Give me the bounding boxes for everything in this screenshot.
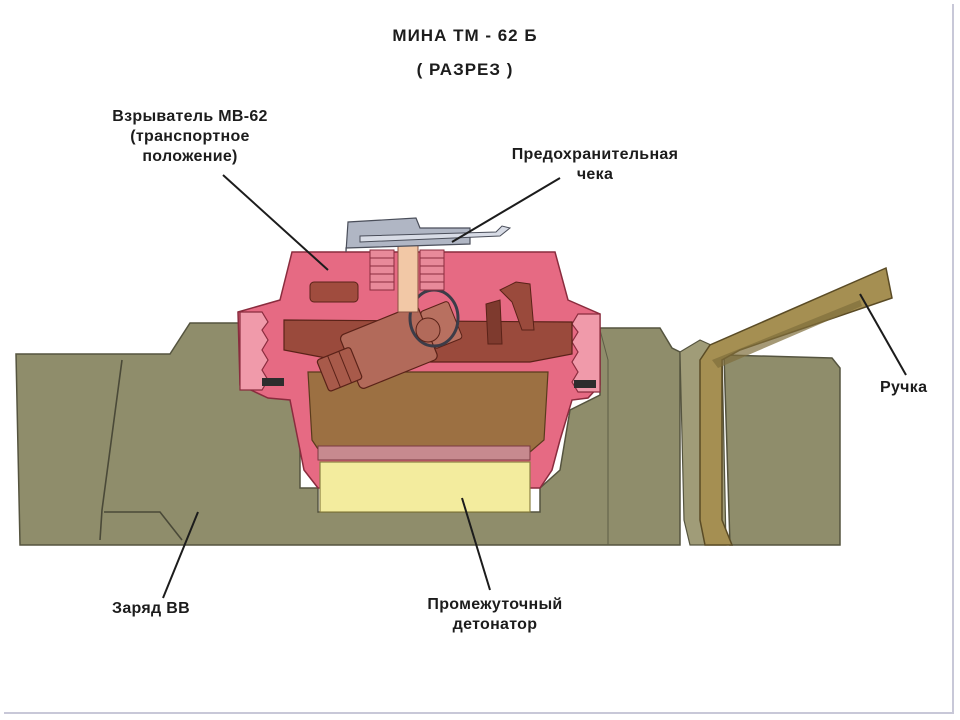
mechanism-lug-right xyxy=(499,281,535,331)
leader-handle xyxy=(859,293,907,376)
diagram-title: МИНА ТМ - 62 Б xyxy=(392,26,538,45)
leader-detonator xyxy=(461,497,491,591)
label-safety-pin-line1: Предохранительная xyxy=(511,146,679,163)
thread-left xyxy=(239,311,269,391)
thread-stem-left xyxy=(369,249,395,291)
thread-stem-right xyxy=(419,249,445,291)
leader-charge xyxy=(162,511,199,599)
safety-pin xyxy=(359,225,512,243)
washer-right xyxy=(574,380,596,388)
label-handle: Ручка xyxy=(880,379,928,396)
intermediate-detonator xyxy=(319,461,531,513)
label-fuse-line1: Взрыватель МВ-62 xyxy=(112,108,268,125)
leader-fuse xyxy=(222,174,329,271)
label-fuse-line2: (транспортное xyxy=(130,128,250,145)
label-safety-pin-line2: чека xyxy=(576,166,614,183)
charge-line xyxy=(99,359,123,541)
cup-rim xyxy=(317,445,531,461)
label-fuse: Взрыватель МВ-62 (транспортное положение… xyxy=(80,107,300,167)
stem xyxy=(397,239,419,313)
label-safety-pin: Предохранительная чека xyxy=(470,145,720,185)
pin-ring-ball xyxy=(415,317,441,343)
label-detonator-line1: Промежуточный xyxy=(427,596,563,613)
washer-left xyxy=(262,378,284,386)
handle-shade xyxy=(712,300,862,368)
label-fuse-line3: положение) xyxy=(142,148,238,165)
mechanism-lug-right2 xyxy=(485,299,503,345)
body-seam-right xyxy=(599,329,609,545)
mechanism-lug-left xyxy=(309,281,359,303)
leader-pin xyxy=(451,177,561,243)
charge-notch xyxy=(104,511,183,541)
thread-right xyxy=(571,313,601,393)
image-frame xyxy=(4,4,954,714)
mine-body-right xyxy=(723,354,841,546)
label-detonator-line2: детонатор xyxy=(452,616,538,633)
label-charge: Заряд ВВ xyxy=(112,600,190,617)
diagram-subtitle: ( РАЗРЕЗ ) xyxy=(416,60,514,79)
label-detonator: Промежуточный детонатор xyxy=(400,595,590,635)
